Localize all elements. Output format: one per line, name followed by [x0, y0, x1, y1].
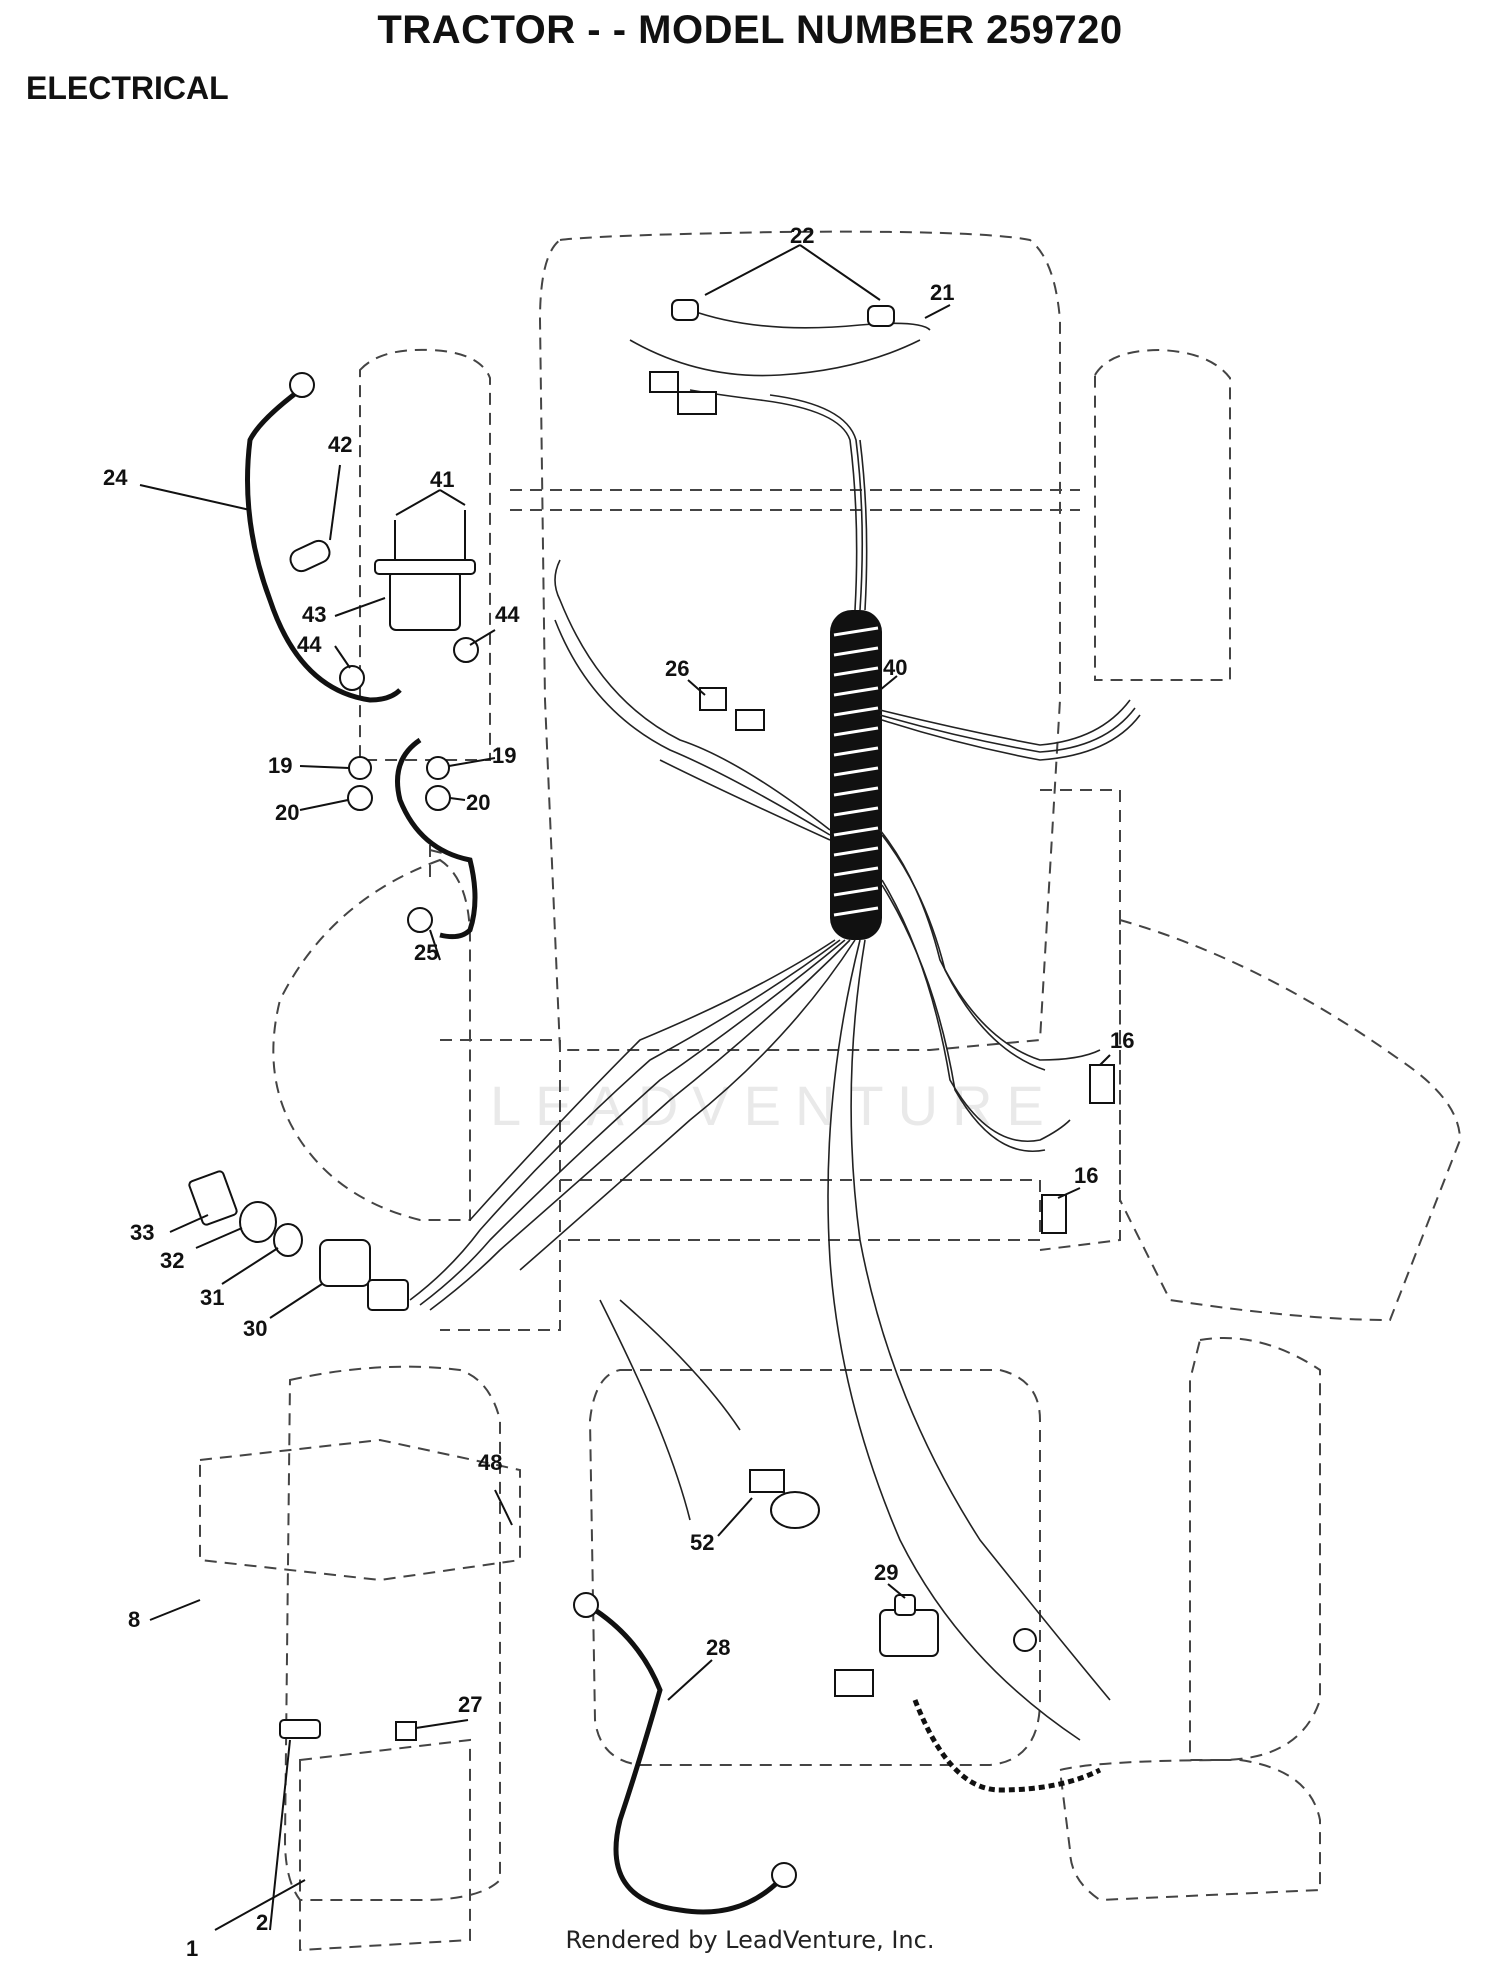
- callout-19-left: 19: [268, 753, 292, 778]
- nut-27: [395, 1721, 417, 1741]
- callout-48: 48: [478, 1450, 502, 1475]
- callout-19-right: 19: [492, 743, 516, 768]
- callout-28: 28: [706, 1635, 730, 1660]
- cable-25-terminal: [407, 907, 433, 933]
- cable-24-terminal: [289, 372, 315, 398]
- connector-26-plug: [699, 687, 727, 711]
- terminal-boot: [289, 539, 331, 573]
- callout-26: 26: [665, 656, 689, 681]
- footer-credit: Rendered by LeadVenture, Inc.: [565, 1926, 935, 1954]
- tractor-outline: [272, 230, 1462, 1902]
- callout-31: 31: [200, 1285, 224, 1310]
- callout-43: 43: [302, 602, 326, 627]
- cable-28-terminal-bottom: [771, 1862, 797, 1888]
- wiring-harness: [409, 389, 1141, 1741]
- callout-27: 27: [458, 1692, 482, 1717]
- nut-20-right: [425, 785, 451, 811]
- callout-labels: 22 21 24 42 41 43 44 44 40 26 19 19 20 2…: [103, 223, 1134, 1961]
- cable-28-terminal-top: [573, 1592, 599, 1618]
- leader-lines: [139, 244, 1111, 1931]
- cable-24: [245, 388, 402, 703]
- connector-16-upper: [1089, 1064, 1115, 1104]
- washer-19-right: [426, 756, 450, 780]
- switch-29-plug: [834, 1669, 874, 1697]
- nut-32: [239, 1201, 277, 1243]
- connector-26-socket: [735, 709, 765, 731]
- washer-19-left: [348, 756, 372, 780]
- callout-1: 1: [186, 1936, 198, 1961]
- ignition-switch: [319, 1239, 371, 1287]
- ground-terminal: [1013, 1628, 1037, 1652]
- page-title: TRACTOR - - MODEL NUMBER 259720: [377, 8, 1123, 52]
- cable-28: [593, 1607, 782, 1915]
- coil-cord: [912, 1699, 1102, 1793]
- section-heading: ELECTRICAL: [26, 70, 229, 106]
- callout-22: 22: [790, 223, 814, 248]
- callout-8: 8: [128, 1607, 140, 1632]
- headlight-bulb-right: [867, 305, 895, 327]
- connector-52: [749, 1469, 785, 1493]
- headlight-harness: [629, 299, 931, 415]
- callout-25: 25: [414, 940, 438, 965]
- switch-29-plunger: [894, 1594, 916, 1616]
- callout-52: 52: [690, 1530, 714, 1555]
- ignition-plug: [367, 1279, 409, 1311]
- callout-32: 32: [160, 1248, 184, 1273]
- callout-30: 30: [243, 1316, 267, 1341]
- callout-29: 29: [874, 1560, 898, 1585]
- switch-29: [879, 1609, 939, 1657]
- callout-20-left: 20: [275, 800, 299, 825]
- connector-16-lower: [1041, 1194, 1067, 1234]
- callout-20-right: 20: [466, 790, 490, 815]
- fuse-52: [770, 1491, 820, 1529]
- solenoid-bracket: [374, 559, 476, 575]
- nut-20-left: [347, 785, 373, 811]
- callout-42: 42: [328, 432, 352, 457]
- callout-16-lower: 16: [1074, 1163, 1098, 1188]
- callout-21: 21: [930, 280, 954, 305]
- ignition-group: [188, 1170, 409, 1311]
- harness-plug: [649, 371, 679, 393]
- harness-plug-socket: [677, 391, 717, 415]
- key: [188, 1170, 238, 1226]
- battery-group: [199, 1438, 521, 1952]
- battery-1: [299, 1738, 471, 1952]
- callout-40: 40: [883, 655, 907, 680]
- bolt-2: [279, 1719, 321, 1739]
- bezel-31: [273, 1223, 303, 1257]
- switch-29-group: [834, 1594, 1102, 1793]
- cable-25: [395, 737, 478, 940]
- callout-44-left: 44: [297, 632, 322, 657]
- battery-tray-8: [199, 1438, 521, 1582]
- watermark-text: LEADVENTURE: [490, 1074, 1058, 1137]
- callout-2: 2: [256, 1910, 268, 1935]
- callout-24: 24: [103, 465, 128, 490]
- callout-44-right: 44: [495, 602, 520, 627]
- solenoid: [389, 569, 461, 631]
- headlight-bulb-left: [671, 299, 699, 321]
- nut-44-left: [339, 665, 365, 691]
- callout-33: 33: [130, 1220, 154, 1245]
- callout-16-upper: 16: [1110, 1028, 1134, 1053]
- callout-41: 41: [430, 467, 454, 492]
